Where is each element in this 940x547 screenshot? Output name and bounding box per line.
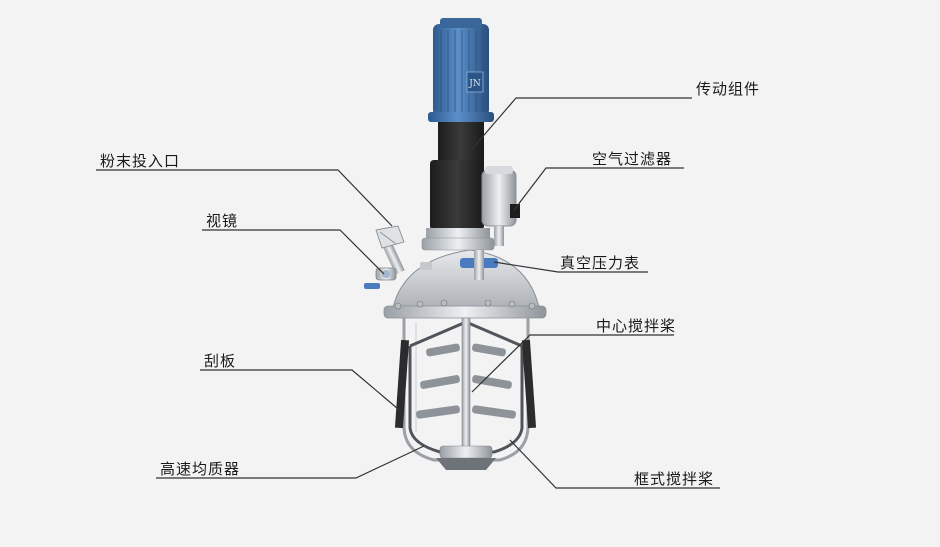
powder-inlet: [375, 225, 405, 275]
center-shaft: [461, 317, 471, 449]
label-transmission: 传动组件: [696, 80, 761, 98]
vacuum-gauge: [420, 250, 498, 280]
homogenizer: [436, 445, 496, 470]
drive-housing: [426, 122, 490, 238]
label-air-filter: 空气过滤器: [592, 150, 673, 168]
housing-base-flange: [426, 228, 490, 238]
motor-badge-plate: [466, 71, 484, 93]
label-homogenizer: 高速均质器: [160, 460, 241, 478]
motor-flange: [428, 112, 494, 122]
label-vacuum-gauge: 真空压力表: [560, 254, 641, 272]
center-agitator: [416, 317, 516, 449]
leader-frame-agitator: [509, 439, 720, 489]
filter-pipe: [494, 226, 504, 246]
leader-vacuum-gauge: [493, 261, 648, 273]
motor: JN: [428, 18, 494, 122]
filter-clamp: [510, 204, 520, 218]
lid-flange: [383, 305, 547, 319]
leader-sight-glass: [202, 229, 385, 275]
leader-lines: [96, 97, 720, 489]
filter-cap: [485, 166, 513, 174]
label-frame-agitator: 框式搅拌桨: [634, 470, 715, 488]
lid-top-flange: [421, 237, 495, 251]
label-center-agitator: 中心搅拌桨: [596, 317, 677, 335]
leader-scraper: [200, 369, 405, 415]
vessel-lid: [383, 237, 547, 319]
label-sight-glass: 视镜: [206, 212, 239, 230]
valve-handle-left: [364, 283, 380, 289]
bearing-housing: [430, 160, 484, 230]
leader-center-agitator: [471, 334, 674, 393]
motor-body: [433, 24, 489, 116]
leader-transmission: [465, 97, 692, 157]
sight-glass: [364, 267, 397, 289]
leader-air-filter: [513, 167, 684, 211]
label-powder-inlet: 粉末投入口: [100, 152, 181, 170]
motor-top-cap: [440, 18, 482, 28]
scrapers: [394, 339, 537, 429]
air-filter-unit: [481, 166, 520, 246]
leader-powder-inlet: [96, 169, 393, 227]
label-scraper: 刮板: [204, 352, 237, 370]
leader-homogenizer: [156, 445, 425, 479]
motor-badge: JN: [468, 79, 481, 89]
